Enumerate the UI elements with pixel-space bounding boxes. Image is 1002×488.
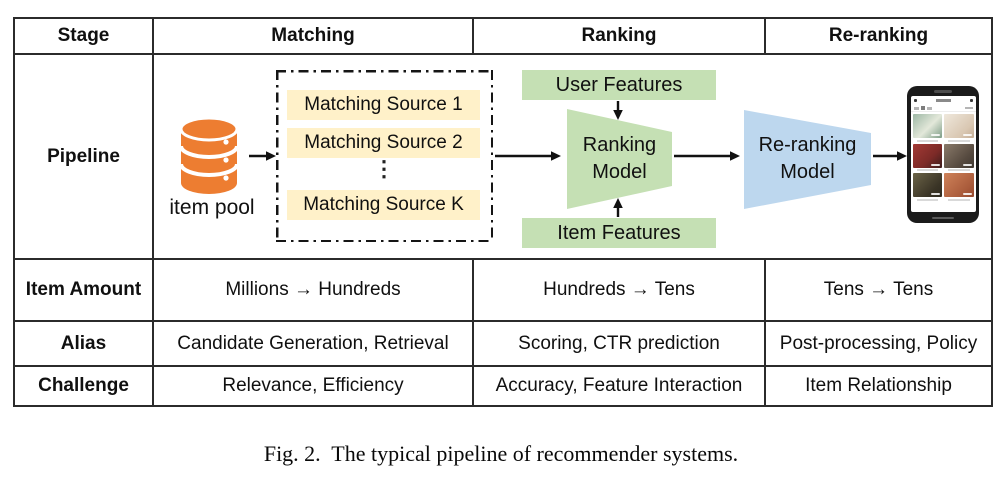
product-caption-bar [916,169,938,171]
vertical-ellipsis: ⋮ [373,156,395,181]
product-image [912,114,942,138]
phone-mockup [907,86,979,223]
cell-alias-matching: Candidate Generation, Retrieval [152,320,474,367]
item-features-box: Item Features [522,218,716,248]
pipeline-diagram: item pool Matching Source 1 Matching Sou… [154,55,991,258]
ranking-model-line2: Model [592,161,647,183]
product-caption-bar [948,139,970,142]
cell-item-amount-reranking: Tens → Tens [764,258,993,322]
pipeline-shapes [179,101,907,217]
product-caption-bar [916,139,938,142]
header-stage: Stage [13,17,154,55]
product-card [912,114,942,142]
cart-icon [969,99,973,102]
pipeline-diagram-cell: item pool Matching Source 1 Matching Sou… [152,53,993,260]
phone-screen [910,96,976,212]
app-title-bar [935,99,951,102]
reranking-model-funnel [744,110,871,209]
product-card [944,143,974,171]
challenge-row: Challenge Relevance, Efficiency Accuracy… [13,365,993,407]
pipeline-table: Stage Matching Ranking Re-ranking Pipeli… [13,17,993,407]
reranking-model-line2: Model [780,161,835,183]
cell-challenge-reranking: Item Relationship [764,365,993,407]
cell-alias-ranking: Scoring, CTR prediction [472,320,766,367]
product-image [944,143,974,168]
table-header-row: Stage Matching Ranking Re-ranking [13,17,993,55]
phone-speaker [934,90,952,93]
cell-item-amount-matching: Millions → Hundreds [152,258,474,322]
product-image [944,173,974,197]
user-features-box: User Features [522,70,716,100]
product-card [944,173,974,201]
header-reranking: Re-ranking [764,17,993,55]
phone-filter-bar [910,105,976,112]
product-image [912,143,942,168]
product-card [912,143,942,171]
cell-challenge-matching: Relevance, Efficiency [152,365,474,407]
product-caption-bar [948,169,970,171]
ranking-model-funnel [567,109,672,209]
phone-home-indicator [932,216,954,219]
product-grid [911,112,976,203]
product-card [944,114,974,142]
product-card [912,173,942,201]
item-pool-icon [179,116,239,194]
flow-arrows [249,101,898,217]
pipeline-row: Pipeline [13,53,993,260]
cell-item-amount-ranking: Hundreds → Tens [472,258,766,322]
phone-app-header [911,96,976,105]
item-amount-row: Item Amount Millions → Hundreds Hundreds… [13,258,993,322]
alias-row: Alias Candidate Generation, Retrieval Sc… [13,320,993,367]
product-caption-bar [948,198,970,201]
matching-source-1: Matching Source 1 [287,90,480,120]
matching-source-k: Matching Source K [287,190,480,220]
reranking-model-line1: Re-ranking [758,134,857,156]
item-pool-label: item pool [169,196,255,219]
sort-control [964,107,973,109]
menu-icon [913,99,917,102]
row-label-pipeline: Pipeline [13,53,154,260]
cell-challenge-ranking: Accuracy, Feature Interaction [472,365,766,407]
product-image [944,114,974,138]
filter-chip [926,106,932,110]
row-label-challenge: Challenge [13,365,154,407]
ranking-model-line1: Ranking [582,134,657,156]
grid-view-icon [920,106,925,110]
reranking-model-label: Re-ranking Model [744,131,871,187]
product-caption-bar [916,198,938,201]
ranking-model-label: Ranking Model [567,131,672,187]
header-matching: Matching [152,17,474,55]
matching-source-2: Matching Source 2 [287,128,480,158]
product-image [912,173,942,197]
figure-caption: Fig. 2. The typical pipeline of recommen… [263,441,739,466]
row-label-item-amount: Item Amount [13,258,154,322]
header-ranking: Ranking [472,17,766,55]
flow-arrowheads [266,110,907,208]
cell-alias-reranking: Post-processing, Policy [764,320,993,367]
filter-chip [913,106,919,110]
row-label-alias: Alias [13,320,154,367]
